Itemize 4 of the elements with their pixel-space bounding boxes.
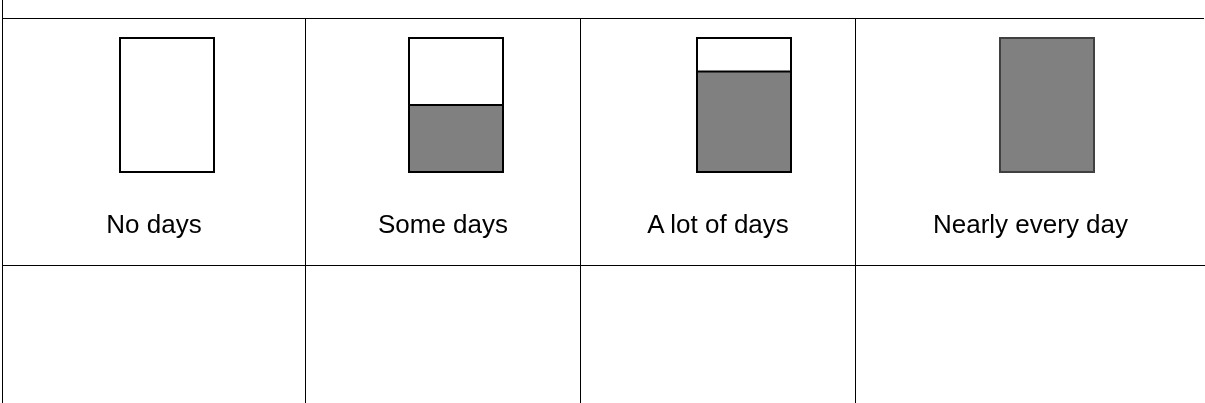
- frequency-label: Nearly every day: [931, 209, 1130, 240]
- frequency-label: Some days: [376, 209, 510, 240]
- frequency-label: No days: [105, 209, 203, 240]
- frequency-label: A lot of days: [646, 209, 790, 240]
